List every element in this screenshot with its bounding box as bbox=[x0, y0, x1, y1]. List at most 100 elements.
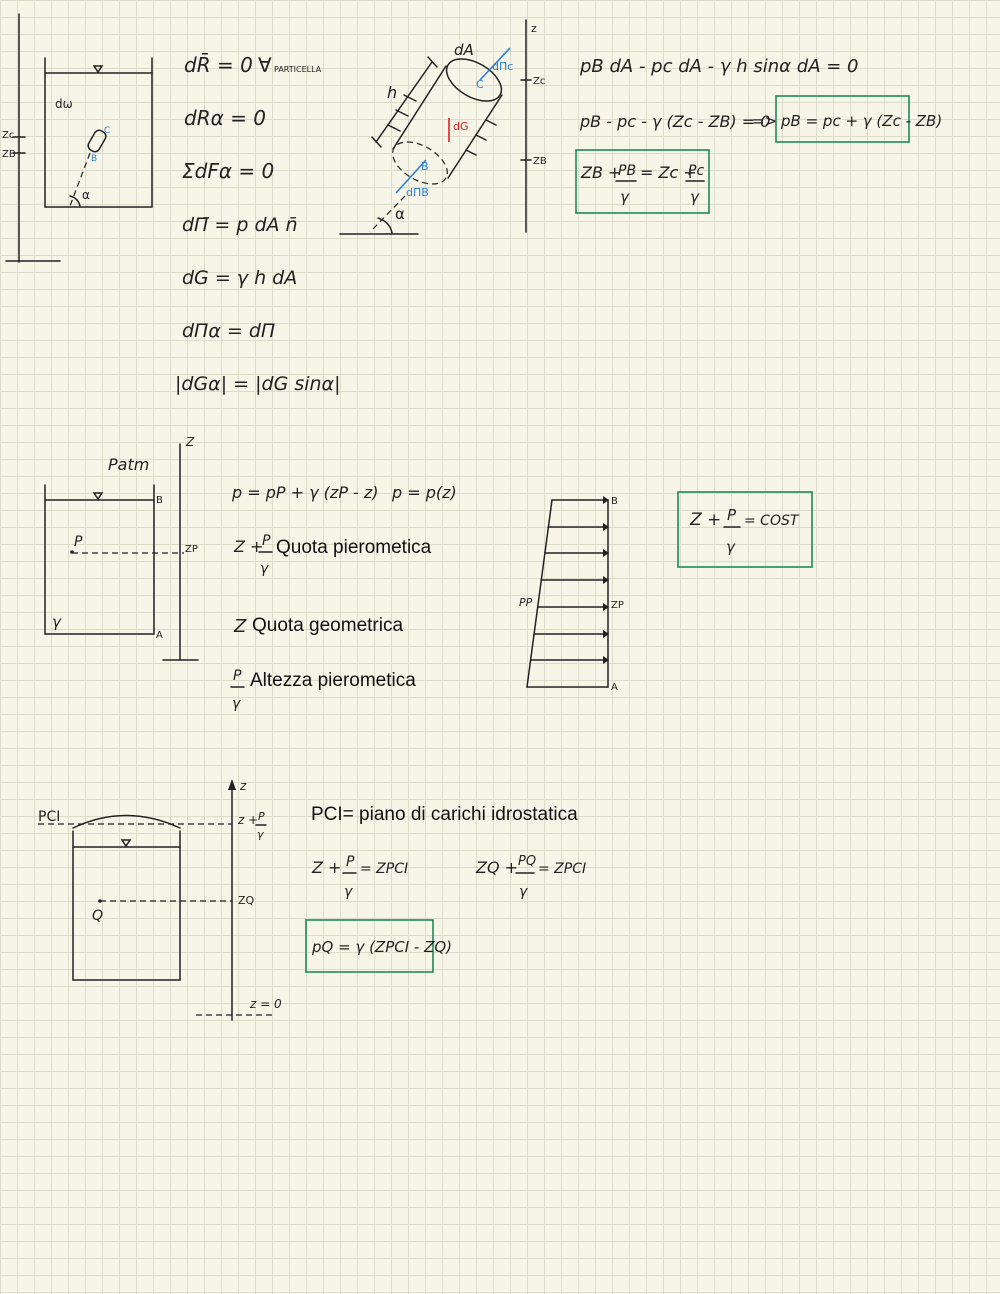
boxed-pb: pB = pc + γ (Zc - ZB) bbox=[780, 112, 942, 130]
svg-text:dG: dG bbox=[453, 120, 469, 133]
dA-label: dA bbox=[454, 41, 474, 59]
svg-text:γ: γ bbox=[726, 538, 736, 556]
svg-text:ZQ +: ZQ + bbox=[475, 858, 518, 877]
inclined-cylinder-diagram: h dA α C B dΠc dΠB dG bbox=[339, 41, 513, 235]
boxed-z-frame bbox=[575, 149, 710, 214]
section-hydrostatic-load-plane: PCI Q z z + P γ ZQ z = 0 PCI= piano di c… bbox=[38, 779, 586, 1021]
eq-sum-dF: ΣdFα = 0 bbox=[182, 159, 274, 183]
eq-dG: dG = γ h dA bbox=[182, 267, 297, 289]
d-pi-b-arrow bbox=[395, 159, 427, 194]
svg-text:P: P bbox=[74, 534, 83, 550]
svg-text:ZP: ZP bbox=[611, 600, 624, 611]
svg-text:Z +: Z + bbox=[233, 537, 263, 556]
svg-text:A: A bbox=[156, 630, 163, 641]
forall-symbol: ∀ bbox=[258, 53, 272, 77]
svg-text:PP: PP bbox=[519, 596, 533, 609]
boxed-const-frame bbox=[677, 491, 813, 568]
zb-label: ZB bbox=[2, 149, 16, 160]
patm-label: Patm bbox=[108, 455, 149, 474]
svg-text:B: B bbox=[611, 496, 618, 507]
eq-dPi: dΠ̄ = p dA n̄ bbox=[182, 214, 298, 236]
h-dimension-line bbox=[375, 61, 433, 143]
svg-text:γ: γ bbox=[344, 884, 353, 900]
svg-text:= ZPCI: = ZPCI bbox=[360, 861, 408, 877]
surface-marker-icon bbox=[92, 65, 104, 74]
svg-text:C: C bbox=[104, 126, 110, 136]
svg-text:B: B bbox=[91, 154, 97, 164]
svg-text:P: P bbox=[346, 854, 355, 870]
svg-text:= COST: = COST bbox=[744, 513, 800, 529]
svg-text:ZB +: ZB + bbox=[580, 163, 621, 182]
pci-label: PCI bbox=[38, 809, 60, 825]
svg-text:Pc: Pc bbox=[688, 163, 704, 179]
svg-text:A: A bbox=[611, 682, 618, 693]
eq-dG-alpha: |dGα| = |dG sinα| bbox=[175, 373, 340, 395]
svg-text:γ: γ bbox=[260, 561, 269, 577]
svg-text:Z +: Z + bbox=[689, 510, 721, 530]
svg-text:γ: γ bbox=[519, 884, 528, 900]
eq-dR-alpha: dRα = 0 bbox=[184, 106, 266, 130]
section-particle-equilibrium: Zc ZB dω C B α dR̄ = 0 ∀ PARTICELLA dRα … bbox=[2, 13, 942, 395]
d-omega-label: dω bbox=[55, 97, 73, 111]
svg-text:ZP: ZP bbox=[185, 544, 198, 555]
svg-text:ZB: ZB bbox=[533, 156, 547, 167]
section-piezometric-height: Patm B A P γ Z ZP p = pP + γ (zP - z) p … bbox=[44, 435, 813, 712]
svg-text:= Zc +: = Zc + bbox=[640, 163, 697, 182]
svg-text:P: P bbox=[258, 810, 265, 823]
zc-label: Zc bbox=[2, 130, 14, 141]
eq-force-balance: pB dA - pc dA - γ h sinα dA = 0 bbox=[579, 56, 859, 77]
altezza-pierometica-text: Altezza pierometica bbox=[250, 670, 416, 691]
svg-text:B: B bbox=[421, 160, 429, 173]
svg-text:Z: Z bbox=[233, 616, 247, 637]
svg-text:PB: PB bbox=[618, 163, 636, 179]
svg-text:= ZPCI: = ZPCI bbox=[538, 861, 586, 877]
svg-text:P: P bbox=[727, 506, 737, 524]
pci-definition: PCI= piano di carichi idrostatica bbox=[311, 804, 578, 825]
tank3-outline bbox=[72, 830, 181, 981]
svg-text:α: α bbox=[395, 205, 405, 223]
svg-text:γ: γ bbox=[620, 188, 630, 206]
boxed-pb-frame bbox=[775, 95, 910, 143]
quota-geometrica-text: Quota geometrica bbox=[252, 615, 403, 636]
h-label: h bbox=[387, 83, 397, 102]
tank2-outline bbox=[44, 484, 155, 635]
svg-text:Zc: Zc bbox=[533, 76, 545, 87]
svg-text:γ: γ bbox=[690, 188, 700, 206]
pressure-diagram: B PP ZP A bbox=[519, 496, 624, 693]
alpha-label: α bbox=[82, 188, 90, 202]
svg-text:P: P bbox=[233, 668, 242, 684]
svg-text:z +: z + bbox=[237, 813, 258, 827]
eq-pressure-distribution: p = pP + γ (zP - z) bbox=[231, 483, 379, 502]
svg-text:dΠc: dΠc bbox=[492, 60, 513, 73]
svg-text:z: z bbox=[239, 779, 247, 793]
svg-text:z: z bbox=[531, 22, 537, 35]
svg-text:Q: Q bbox=[92, 908, 103, 924]
eq-dR: dR̄ = 0 bbox=[184, 52, 253, 77]
forall-subscript: PARTICELLA bbox=[274, 65, 322, 74]
d-pi-c-arrow bbox=[479, 47, 511, 81]
svg-text:C: C bbox=[476, 78, 484, 91]
svg-text:B: B bbox=[156, 495, 163, 506]
surface-marker-icon bbox=[92, 492, 104, 501]
svg-text:γ: γ bbox=[257, 828, 264, 841]
eq-p-of-z: p = p(z) bbox=[391, 483, 457, 502]
svg-text:Z +: Z + bbox=[311, 858, 341, 877]
quota-pierometica-text: Quota pierometica bbox=[276, 537, 432, 558]
svg-text:P: P bbox=[262, 533, 271, 549]
svg-text:Z: Z bbox=[185, 435, 195, 449]
svg-text:PQ: PQ bbox=[518, 854, 536, 869]
boxed-pq: pQ = γ (ZPCI - ZQ) bbox=[311, 938, 452, 956]
surface-marker-icon bbox=[120, 839, 132, 848]
boxed-pq-frame bbox=[305, 919, 434, 973]
implies-arrow: => bbox=[752, 112, 777, 130]
svg-text:dΠB: dΠB bbox=[406, 186, 429, 199]
eq-pressure-balance: pB - pc - γ (Zc - ZB) = 0 bbox=[579, 112, 770, 131]
svg-text:γ: γ bbox=[232, 696, 241, 712]
particle-cylinder bbox=[87, 129, 107, 153]
svg-text:γ: γ bbox=[52, 613, 62, 631]
svg-text:z = 0: z = 0 bbox=[249, 997, 282, 1011]
eq-dPi-alpha: dΠα = dΠ bbox=[182, 320, 275, 342]
svg-text:ZQ: ZQ bbox=[238, 894, 255, 907]
tank-outline bbox=[44, 57, 153, 208]
